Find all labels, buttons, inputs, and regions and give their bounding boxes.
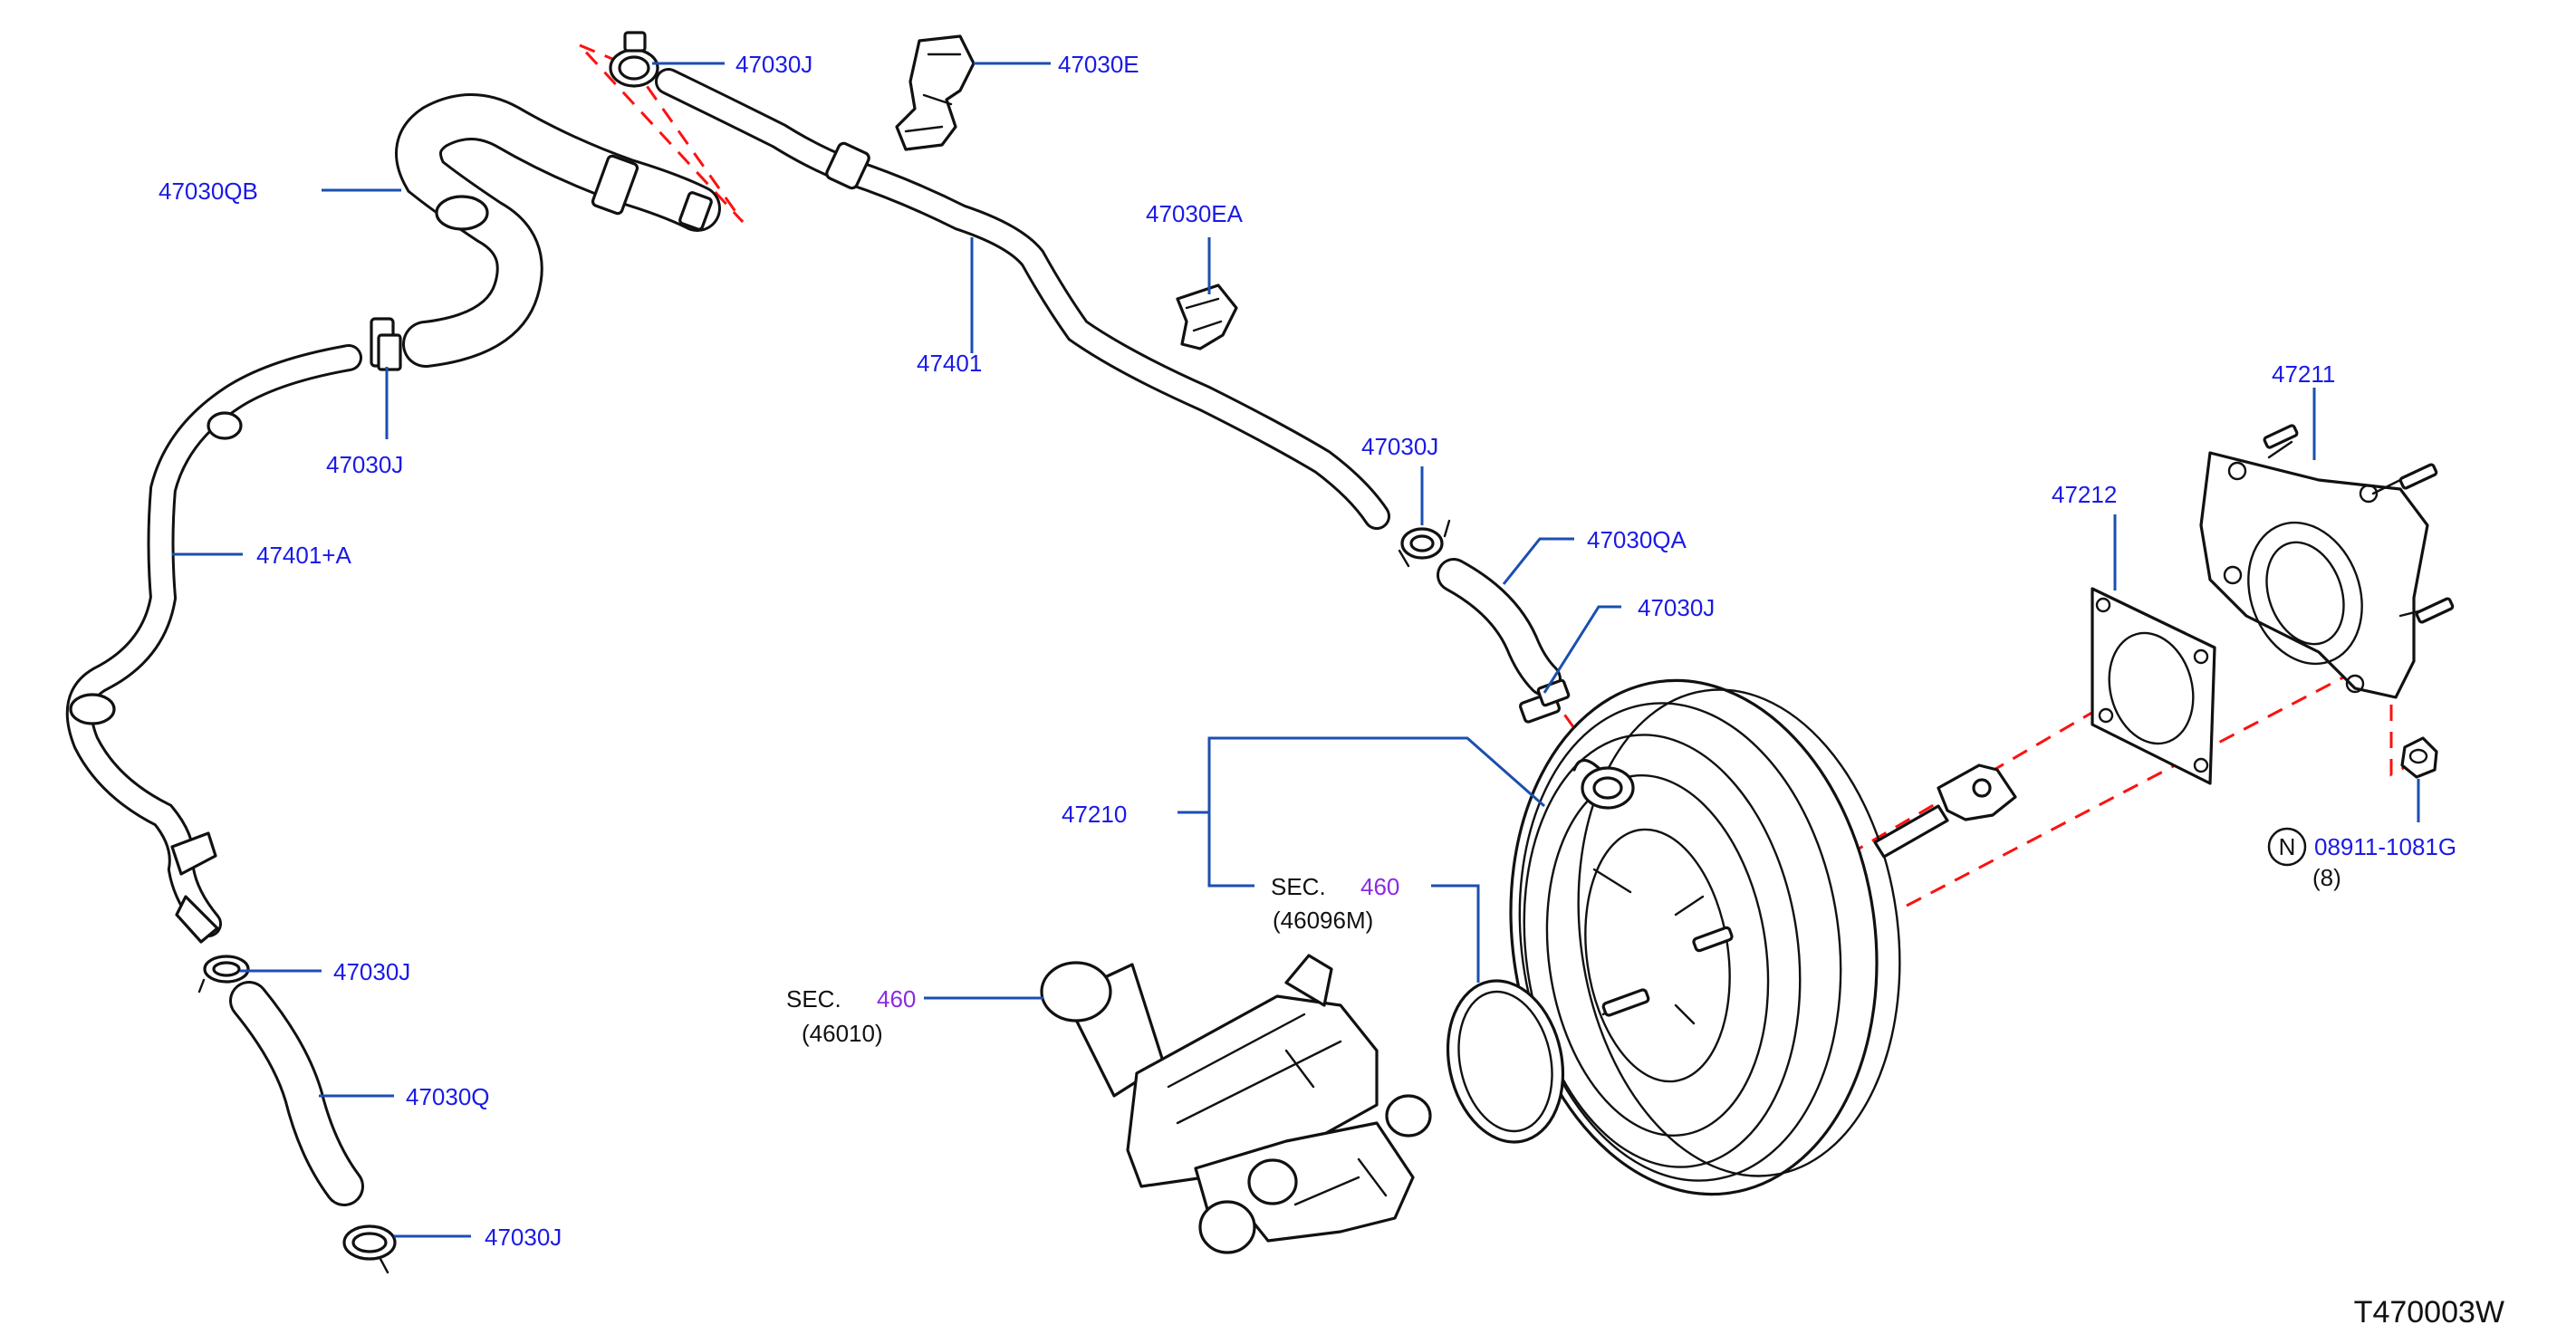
bracket-47211: [2199, 424, 2455, 699]
clip-47030ea-icon: [1176, 283, 1238, 350]
clamp-47030j-top-icon: [609, 31, 659, 88]
label-47030ea: 47030EA: [1146, 200, 1244, 227]
clamp-47030j-left-lower-icon: [197, 955, 250, 994]
dashed-guide-lines: [578, 43, 2415, 1021]
label-sec2-ref: (46010): [802, 1020, 883, 1047]
clamp-47030j-bottom-icon: [342, 1224, 397, 1274]
brake-booster-47210: [1509, 678, 2017, 1196]
clamp-47030j-mid-right-icon: [1398, 519, 1451, 568]
label-47030j-top: 47030J: [735, 51, 812, 78]
hose-47030qa: [1437, 558, 1562, 696]
clamp-47030j-left-upper-icon: [370, 317, 402, 371]
label-47030j-mid-right: 47030J: [1361, 433, 1438, 460]
label-nut-qty: (8): [2312, 864, 2341, 891]
hose-47030qb: [395, 93, 721, 368]
leader-lines: [172, 62, 2420, 1238]
o-ring-seal: [1446, 979, 1565, 1144]
label-47030e: 47030E: [1058, 51, 1139, 78]
label-47211: 47211: [2272, 360, 2335, 388]
label-47030q: 47030Q: [406, 1083, 490, 1110]
label-47210: 47210: [1062, 801, 1127, 828]
label-47030j-bottom: 47030J: [485, 1224, 562, 1251]
nut-symbol-circle-icon: [2267, 827, 2307, 867]
drawing-code: T470003W: [2354, 1295, 2504, 1330]
nut-08911-1081g-icon: [2400, 736, 2438, 779]
dashed-guide-top: [578, 43, 745, 224]
master-cylinder: [1040, 954, 1432, 1254]
tube-47401-a: [65, 344, 362, 944]
label-08911-1081g: 08911-1081G: [2314, 833, 2456, 860]
label-47401-a: 47401+A: [256, 542, 351, 569]
tube-47401: [655, 68, 1390, 530]
label-47030j-left-upper: 47030J: [326, 451, 403, 478]
label-nut-symbol: N: [2279, 833, 2296, 860]
label-47401: 47401: [917, 350, 982, 377]
label-sec1-number: 460: [1360, 873, 1399, 900]
label-sec2-prefix: SEC.: [786, 985, 841, 1013]
dashed-guide-booster-to-bracket: [1906, 646, 2401, 907]
label-47030qb: 47030QB: [159, 178, 258, 205]
hose-47030q: [229, 981, 364, 1206]
label-sec1-ref: (46096M): [1273, 907, 1373, 934]
label-47030j-qa-lower: 47030J: [1638, 594, 1715, 621]
label-sec1-prefix: SEC.: [1271, 873, 1326, 900]
label-sec2-number: 460: [877, 985, 916, 1013]
gasket-47212: [2091, 587, 2216, 785]
clamp-47030j-qa-lower-icon: [1518, 678, 1571, 724]
clip-47030e-icon: [895, 34, 976, 151]
label-47212: 47212: [2052, 481, 2117, 508]
label-47030j-left-lower: 47030J: [333, 958, 410, 985]
label-47030qa: 47030QA: [1587, 526, 1687, 553]
labels: 47030J 47030E 47030QB 47030EA 47401 4703…: [159, 51, 2504, 1330]
